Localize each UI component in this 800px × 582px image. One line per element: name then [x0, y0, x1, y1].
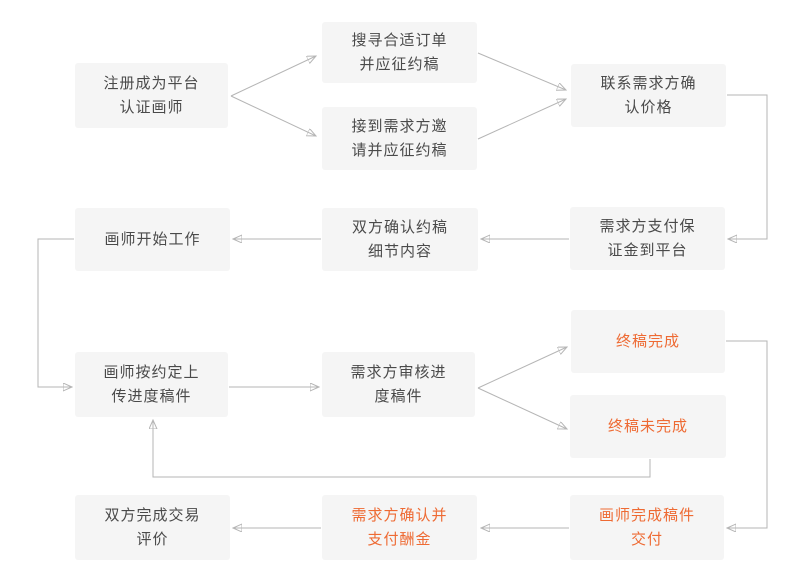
flow-node-confirm-details: 双方确认约稿 细节内容 [322, 208, 478, 271]
edge-review-to-final-complete [477, 347, 567, 389]
edge-price-to-deposit [727, 94, 768, 239]
edge-startwork-to-upload [37, 238, 74, 387]
flow-node-search-orders: 搜寻合适订单 并应征约稿 [322, 22, 477, 83]
flow-node-review-progress: 需求方审核进 度稿件 [322, 352, 475, 417]
edge-review-to-final-incomplete [477, 387, 567, 429]
flow-node-deliver-final: 画师完成稿件 交付 [570, 495, 724, 560]
flow-node-pay-deposit: 需求方支付保 证金到平台 [570, 207, 725, 270]
flow-node-confirm-payment: 需求方确认并 支付酬金 [322, 495, 477, 560]
edge-search-to-price [477, 52, 566, 90]
flow-node-receive-invitation: 接到需求方邀 请并应征约稿 [322, 107, 477, 170]
edge-final-incomplete-to-upload-loop [153, 420, 651, 478]
edge-register-to-search [230, 56, 316, 97]
flow-node-final-incomplete: 终稿未完成 [570, 395, 726, 458]
flow-node-confirm-price: 联系需求方确 认价格 [571, 64, 726, 127]
flow-node-complete-evaluation: 双方完成交易 评价 [75, 495, 230, 560]
edge-register-to-invitation [230, 95, 316, 136]
flow-node-start-work: 画师开始工作 [75, 208, 230, 271]
flow-node-upload-progress: 画师按约定上 传进度稿件 [75, 352, 228, 417]
edge-invitation-to-price [477, 99, 566, 140]
edge-final-complete-to-deliver [726, 340, 768, 528]
flow-node-final-complete: 终稿完成 [571, 310, 725, 373]
flow-node-register-artist: 注册成为平台 认证画师 [75, 63, 228, 128]
